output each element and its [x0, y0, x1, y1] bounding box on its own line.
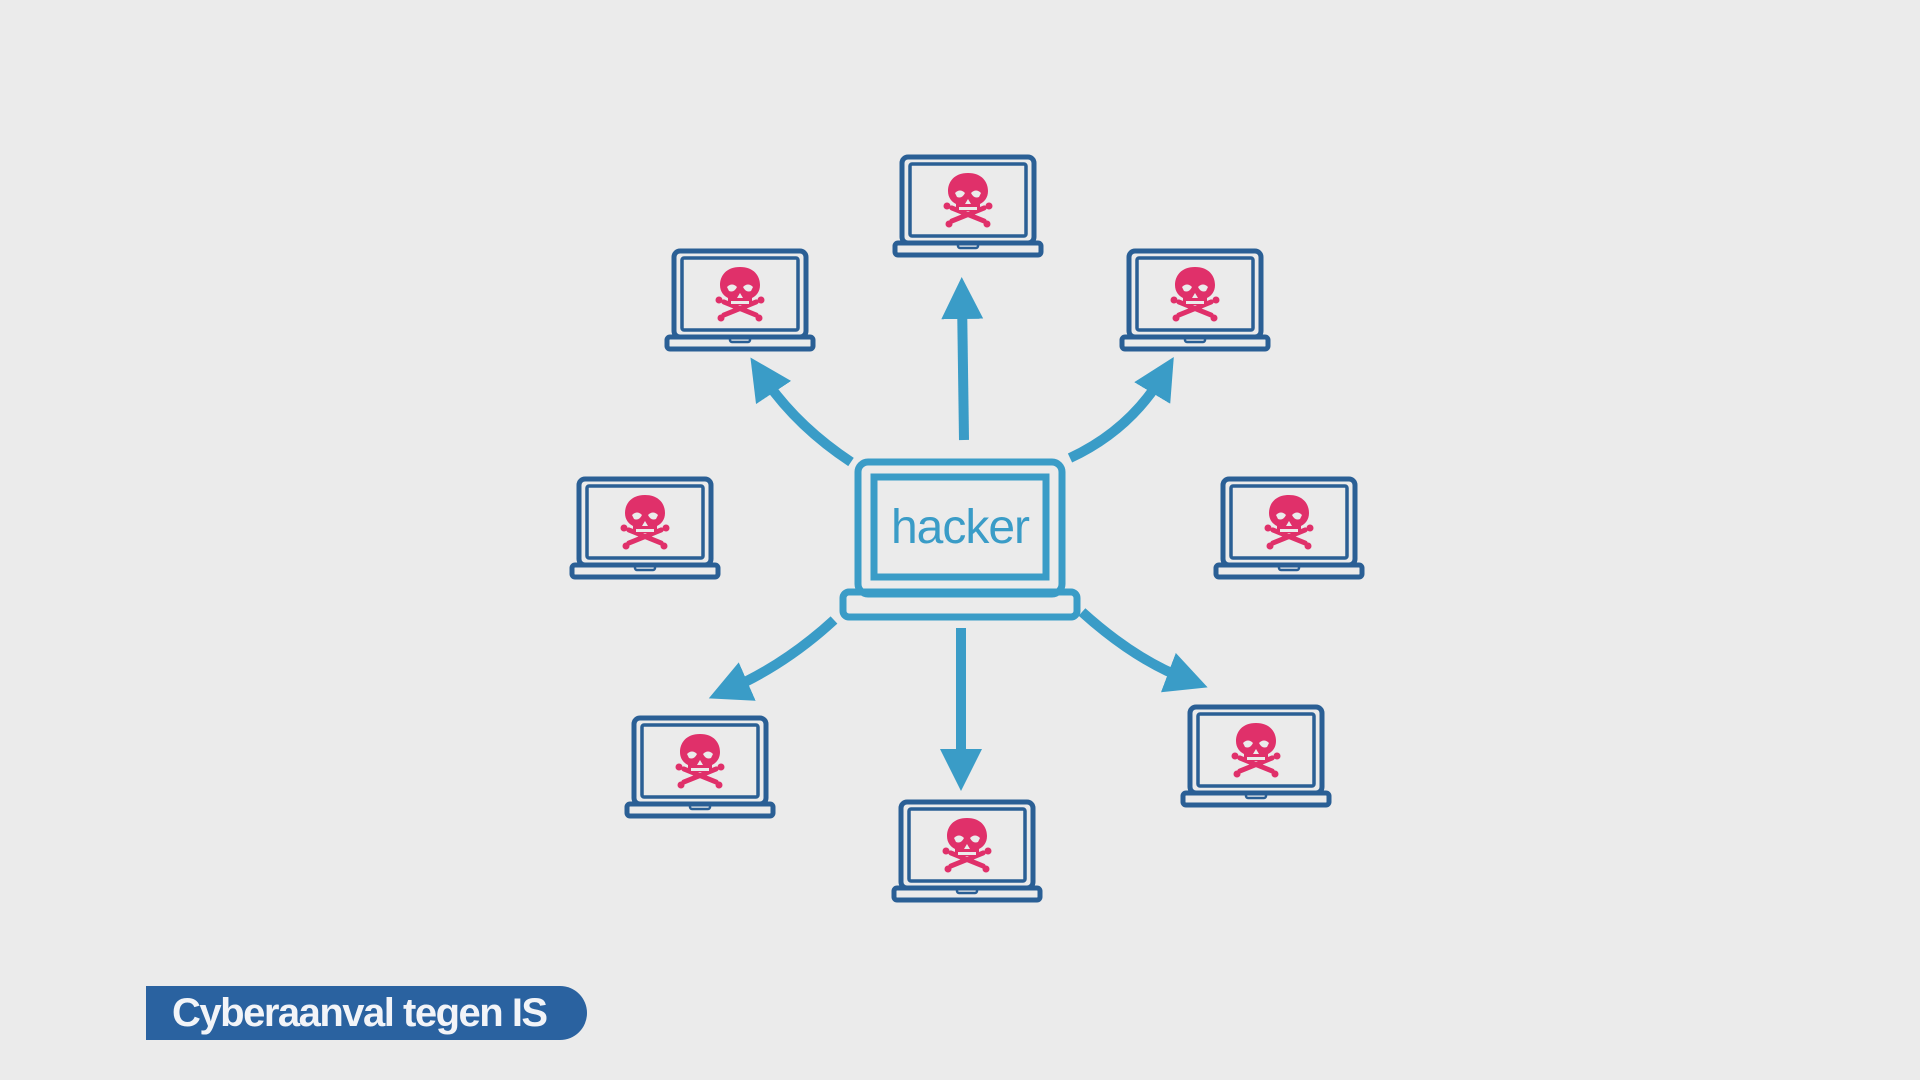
arrow-top-right — [1067, 356, 1174, 463]
hacker-laptop: hacker — [839, 458, 1081, 621]
victim-laptop-top-right — [1122, 251, 1268, 349]
victim-laptop-bottom — [894, 802, 1040, 900]
arrow-top-left — [750, 357, 854, 467]
victim-laptop-right — [1216, 479, 1362, 577]
victim-laptop-bottom-left — [627, 718, 773, 816]
arrow-bottom-left — [708, 616, 838, 701]
victim-laptop-left — [572, 479, 718, 577]
hacker-label: hacker — [891, 501, 1030, 554]
arrow-bottom-right — [1078, 608, 1208, 693]
victim-laptop-bottom-right — [1183, 707, 1329, 805]
victim-laptop-top — [895, 157, 1041, 255]
victim-laptop-top-left — [667, 251, 813, 349]
attack-arrows — [708, 277, 1208, 791]
arrow-top — [941, 277, 984, 441]
caption-banner: Cyberaanval tegen IS — [146, 986, 587, 1040]
